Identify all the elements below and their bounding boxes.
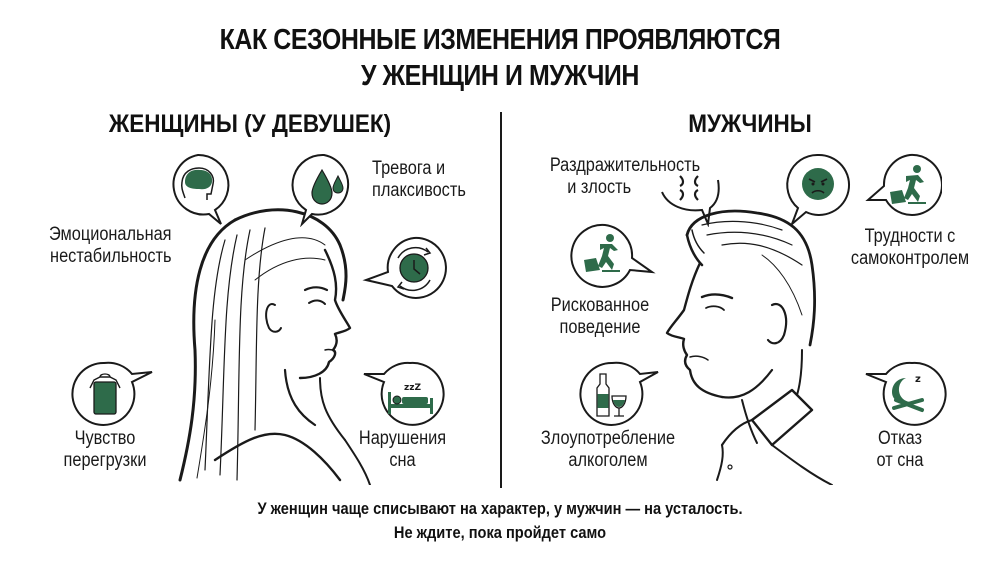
angry-face-icon [802,168,834,200]
stumbling-person-icon [890,165,926,204]
bubble-self-control [862,152,942,227]
bubble-clock-cycle [362,234,452,306]
heavy-backpack-icon [89,373,121,415]
label-overload: Чувство перегрузки [63,428,147,471]
label-sleep-disorder: Нарушения сна [358,428,447,471]
footer-note: У женщин чаще списывают на характер, у м… [70,497,930,545]
bubble-anxiety-tearfulness [282,152,362,227]
bubble-emotional-instability [163,152,243,227]
section-divider [500,112,502,488]
man-portrait-illustration [662,205,837,490]
label-risky-behavior: Рискованное поведение [550,295,650,338]
label-anxiety-tearfulness: Тревога и плаксивость [372,158,466,201]
sleeping-bed-icon: zzZ [388,383,433,414]
clock-cycle-icon [396,246,432,292]
footer-line-1: У женщин чаще списывают на характер, у м… [257,499,743,518]
women-heading: ЖЕНЩИНЫ (У ДЕВУШЕК) [108,110,392,138]
tear-drops-icon [311,168,344,205]
label-irritability: Раздражительность и злость [549,155,701,198]
footer-line-2: Не ждите, пока пройдет само [393,523,607,542]
label-alcohol: Злоупотребление алкоголем [540,428,676,471]
label-sleep-refusal: Отказ от сна [876,428,924,471]
bubble-alcohol [578,360,668,430]
bubble-sleep-disorder: zzZ [358,360,448,430]
svg-text:zzZ: zzZ [404,383,421,393]
title-line-1: КАК СЕЗОННЫЕ ИЗМЕНЕНИЯ ПРОЯВЛЯЮТСЯ [219,24,781,56]
woman-portrait-illustration [175,200,385,490]
men-heading: МУЖЧИНЫ [688,110,812,138]
brain-head-icon [181,167,215,200]
bubble-angry-face [780,152,855,227]
moon-crossed-icon: z [892,374,924,412]
label-emotional-instability: Эмоциональная нестабильность [49,224,172,267]
bubble-risky-behavior [570,222,660,292]
label-self-control: Трудности с самоконтролем [850,226,970,269]
anger-symbol-icon [679,175,699,201]
svg-text:z: z [915,374,921,385]
bubble-irritability [650,172,725,227]
title-line-2: У ЖЕНЩИН И МУЖЧИН [360,60,640,92]
bubble-overload [70,360,160,430]
running-person-icon [584,234,620,272]
bubble-sleep-refusal: z [860,360,950,430]
bottle-glass-icon [596,373,627,417]
page-title: КАК СЕЗОННЫЕ ИЗМЕНЕНИЯ ПРОЯВЛЯЮТСЯ У ЖЕН… [70,22,930,94]
